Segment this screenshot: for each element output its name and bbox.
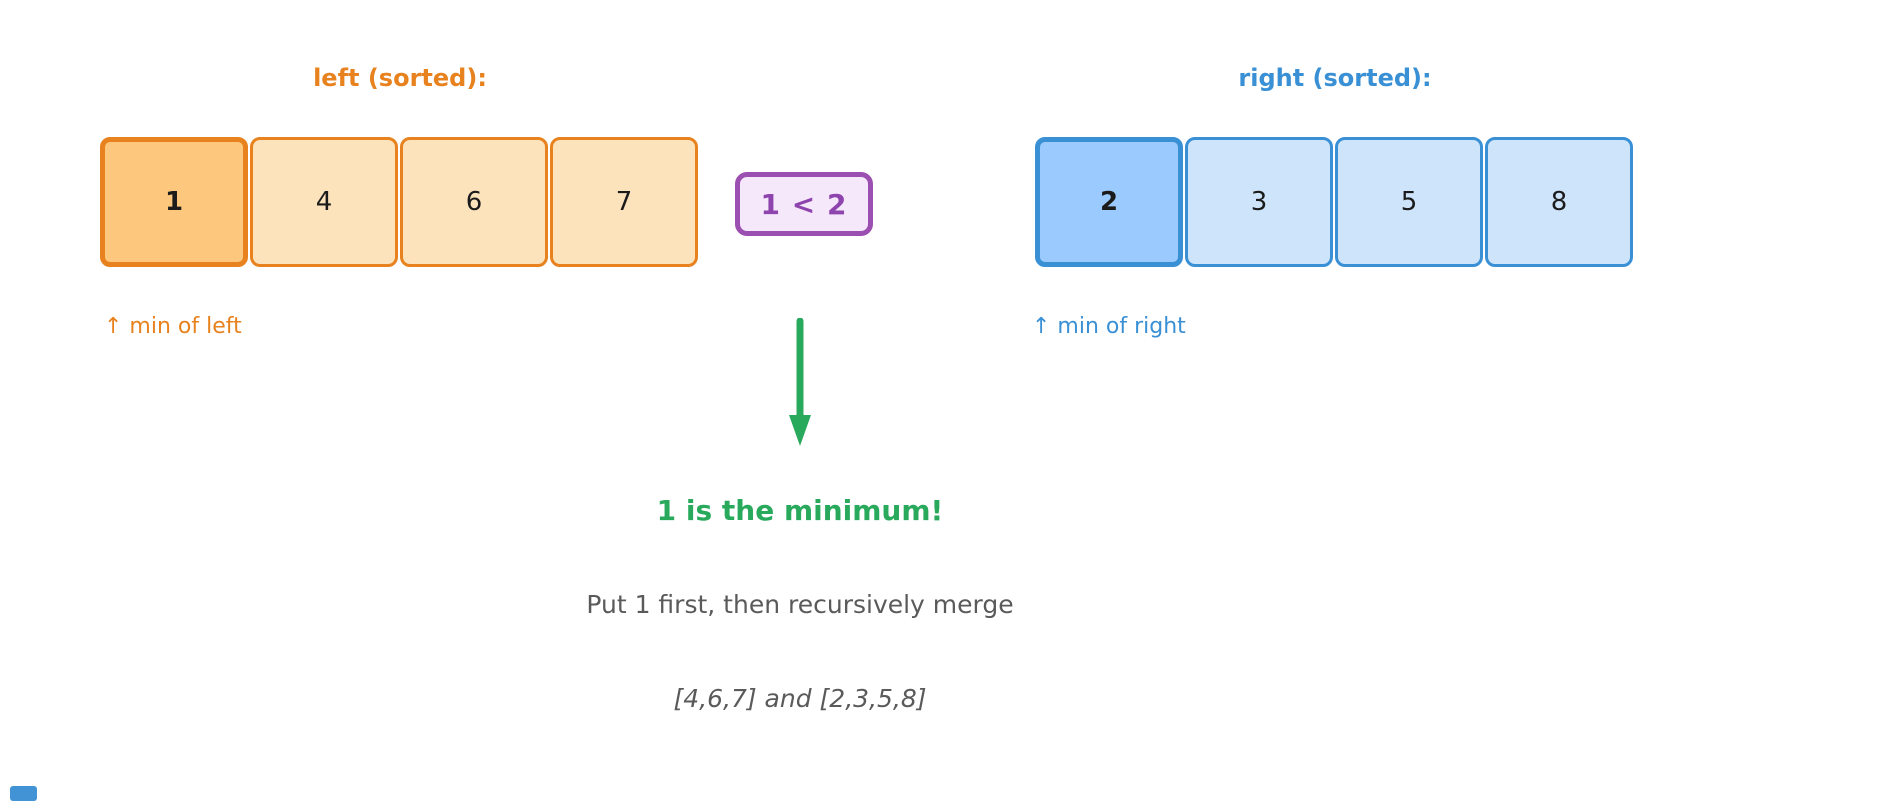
array-cell: 7 [550,137,698,267]
array-cell: 8 [1485,137,1633,267]
comparison-badge: 1 < 2 [735,172,873,236]
conclusion-detail: [4,6,7] and [2,3,5,8] [673,684,927,713]
left-array-title: left (sorted): [313,64,487,92]
conclusion-headline: 1 is the minimum! [656,494,944,527]
right-array-caption: ↑ min of right [1032,314,1186,339]
array-cell: 1 [100,137,248,267]
left-array-caption: ↑ min of left [104,314,242,339]
array-cell: 2 [1035,137,1183,267]
array-cell: 4 [250,137,398,267]
array-cell: 5 [1335,137,1483,267]
array-cell: 3 [1185,137,1333,267]
conclusion-description: Put 1 first, then recursively merge [586,590,1014,619]
right-array-title: right (sorted): [1238,64,1432,92]
down-arrow-icon [789,318,811,446]
array-cell: 6 [400,137,548,267]
cropped-box-fragment [10,786,37,801]
